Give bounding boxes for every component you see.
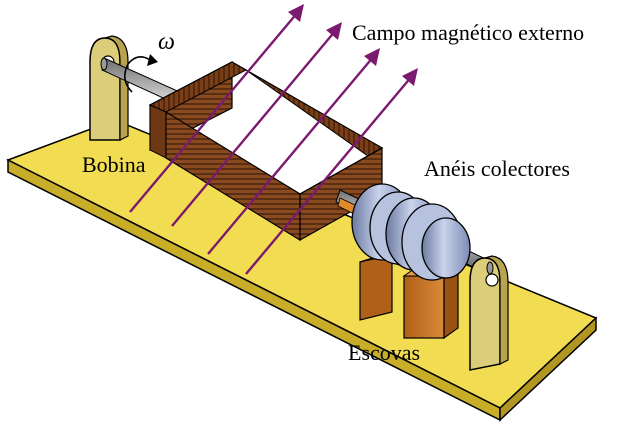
field-arrow <box>245 68 418 275</box>
brushes-label: Escovas <box>348 340 421 365</box>
left-bearing-support <box>89 35 129 141</box>
omega-label: ω <box>158 29 175 55</box>
coil-label: Bobina <box>82 152 146 177</box>
external-field-label: Campo magnético externo <box>352 20 585 45</box>
rotation-arrow-icon <box>124 54 158 93</box>
coil <box>148 61 384 242</box>
field-arrow <box>171 22 342 227</box>
field-arrow <box>129 4 304 213</box>
slip-rings-label: Anéis colectores <box>424 156 570 181</box>
field-arrow <box>207 48 380 255</box>
right-bearing-support <box>469 255 509 371</box>
magnetic-field-arrows <box>129 4 418 275</box>
base-plate <box>6 119 598 422</box>
slip-rings <box>351 183 471 281</box>
